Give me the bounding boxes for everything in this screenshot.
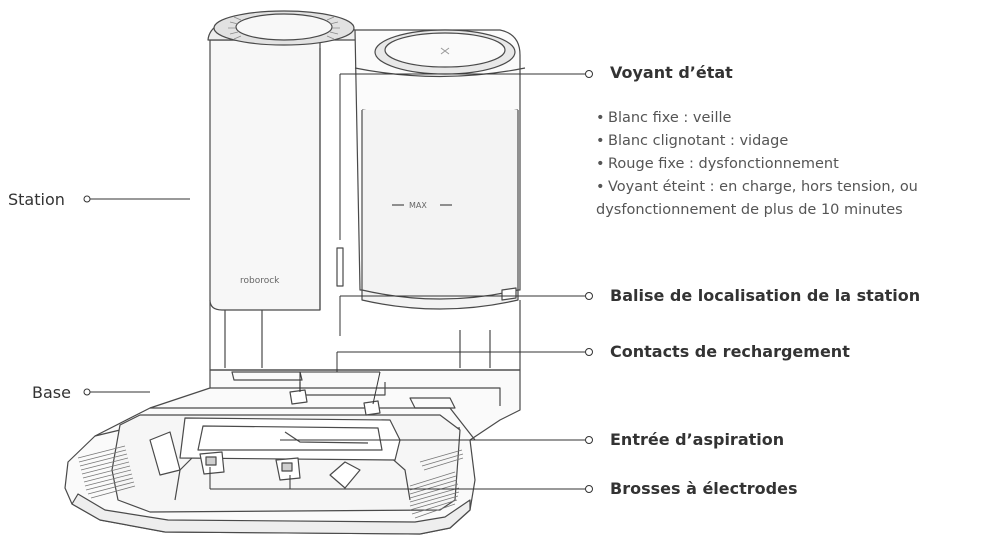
lid-icon <box>440 47 450 55</box>
list-item: Blanc clignotant : vidage <box>596 130 918 153</box>
list-item: Voyant éteint : en charge, hors tension,… <box>596 176 918 199</box>
dust-bin <box>354 29 526 310</box>
list-item: Rouge fixe : dysfonctionnement <box>596 153 918 176</box>
electrode-brushes-label: Brosses à électrodes <box>610 479 798 498</box>
suction-inlet-label: Entrée d’aspiration <box>610 430 785 449</box>
list-item: Blanc fixe : veille <box>596 107 918 130</box>
logo-text: roborock <box>240 276 280 286</box>
status-light-title: Voyant d’état <box>610 63 733 82</box>
charging-contacts-label: Contacts de rechargement <box>610 342 850 361</box>
list-item: dysfonctionnement de plus de 10 minutes <box>596 202 903 218</box>
max-mark: MAX <box>409 201 427 210</box>
base-label: Base <box>32 383 71 402</box>
station-label: Station <box>8 190 65 209</box>
base-platform <box>64 369 521 535</box>
status-light-list: Blanc fixe : veille Blanc clignotant : v… <box>596 107 918 222</box>
station-body <box>207 10 361 311</box>
beacon-label: Balise de localisation de la station <box>610 286 921 305</box>
